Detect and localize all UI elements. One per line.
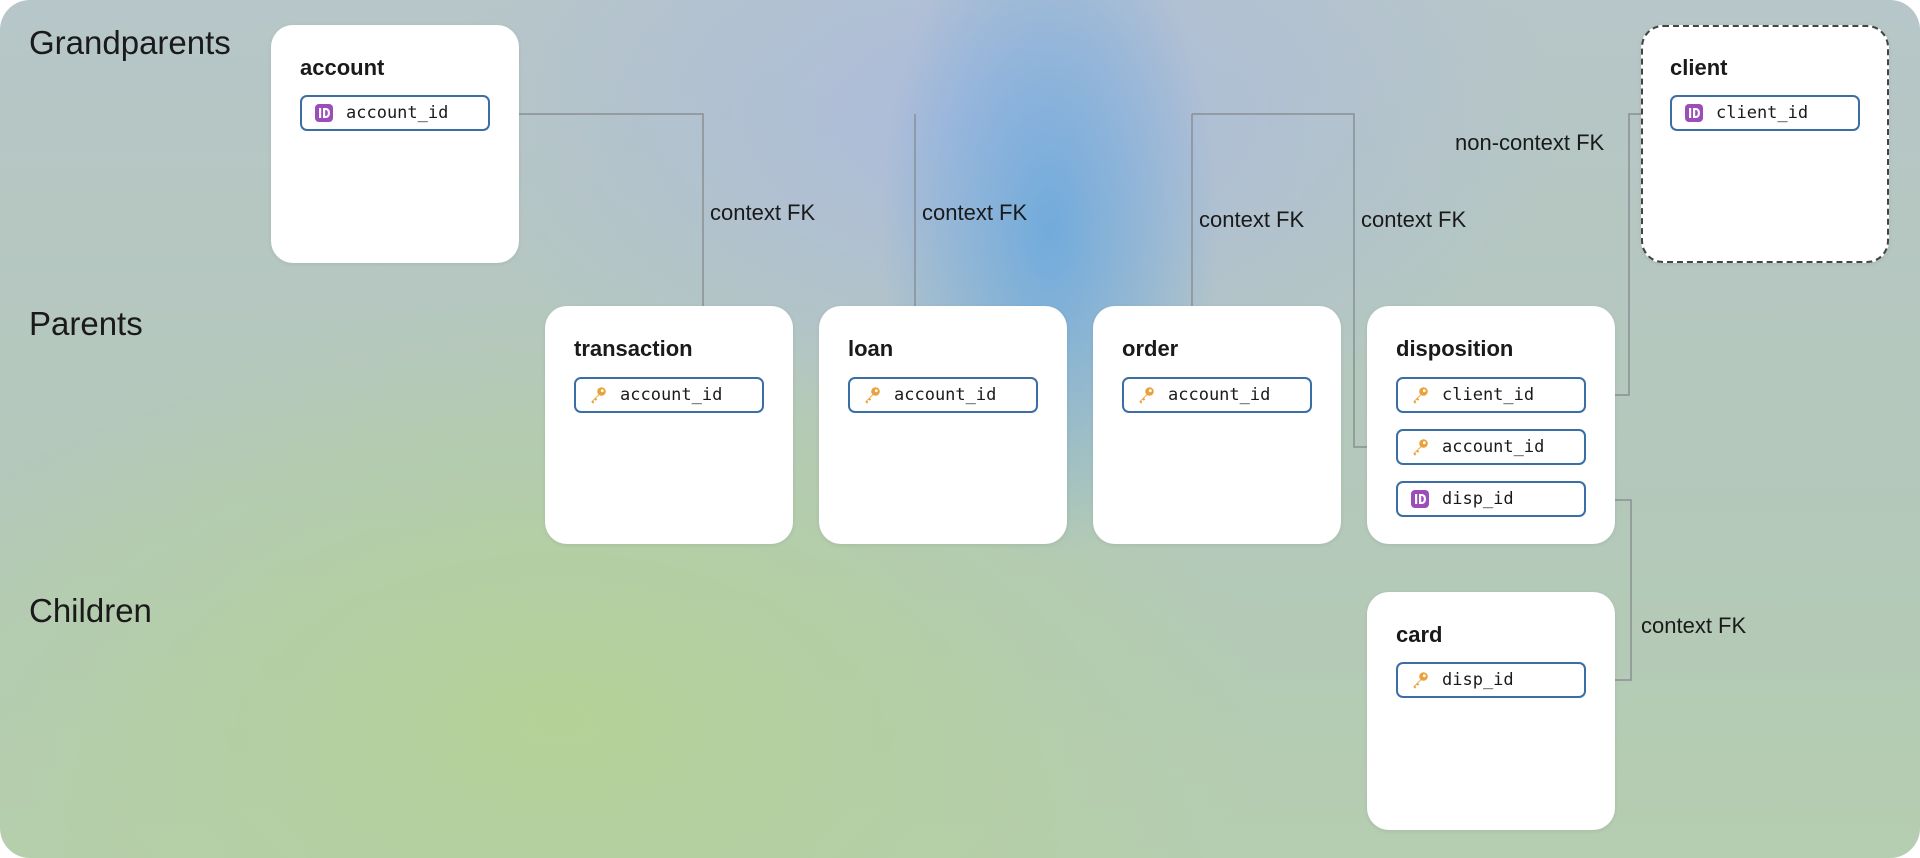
table-order[interactable]: order account_id: [1093, 306, 1341, 544]
field-name: account_id: [346, 103, 449, 123]
edge-label-transaction-account: context FK: [710, 200, 816, 225]
id-icon: [1684, 103, 1704, 123]
table-title: client: [1670, 55, 1728, 80]
table-title: order: [1122, 336, 1179, 361]
id-icon: [314, 103, 334, 123]
field-name: client_id: [1442, 385, 1535, 405]
table-title: account: [300, 55, 385, 80]
field-name: account_id: [620, 385, 723, 405]
field-client-id[interactable]: client_id: [1396, 377, 1586, 413]
table-title: loan: [848, 336, 894, 361]
field-account-id[interactable]: account_id: [1122, 377, 1312, 413]
key-icon: [1136, 385, 1156, 405]
field-account-id[interactable]: account_id: [848, 377, 1038, 413]
key-icon: [1410, 385, 1430, 405]
field-name: disp_id: [1442, 670, 1514, 690]
key-icon: [862, 385, 882, 405]
edge-label-card-disposition: context FK: [1641, 613, 1747, 638]
key-icon: [1410, 437, 1430, 457]
table-transaction[interactable]: transaction account_id: [545, 306, 793, 544]
edge-label-disposition-client: non-context FK: [1455, 130, 1605, 155]
field-name: account_id: [894, 385, 997, 405]
field-name: disp_id: [1442, 489, 1514, 509]
field-client-id[interactable]: client_id: [1670, 95, 1860, 131]
field-name: account_id: [1442, 437, 1545, 457]
table-client[interactable]: client client_id: [1641, 25, 1889, 263]
table-title: card: [1396, 622, 1443, 647]
field-account-id[interactable]: account_id: [300, 95, 490, 131]
table-disposition[interactable]: disposition client_id account_id disp_id: [1367, 306, 1615, 544]
edge-label-order-account: context FK: [1199, 207, 1305, 232]
id-icon: [1410, 489, 1430, 509]
field-name: account_id: [1168, 385, 1271, 405]
table-loan[interactable]: loan account_id: [819, 306, 1067, 544]
edge-label-disposition-account: context FK: [1361, 207, 1467, 232]
field-account-id[interactable]: account_id: [574, 377, 764, 413]
table-title: transaction: [574, 336, 693, 361]
tier-label-children: Children: [29, 592, 152, 629]
table-title: disposition: [1396, 336, 1514, 361]
edge-label-loan-account: context FK: [922, 200, 1028, 225]
tier-label-grandparents: Grandparents: [29, 24, 231, 61]
table-card[interactable]: card disp_id: [1367, 592, 1615, 830]
key-icon: [588, 385, 608, 405]
field-name: client_id: [1716, 103, 1809, 123]
field-account-id[interactable]: account_id: [1396, 429, 1586, 465]
tier-label-parents: Parents: [29, 305, 143, 342]
key-icon: [1410, 670, 1430, 690]
table-account[interactable]: account account_id: [271, 25, 519, 263]
field-disp-id[interactable]: disp_id: [1396, 481, 1586, 517]
field-disp-id[interactable]: disp_id: [1396, 662, 1586, 698]
